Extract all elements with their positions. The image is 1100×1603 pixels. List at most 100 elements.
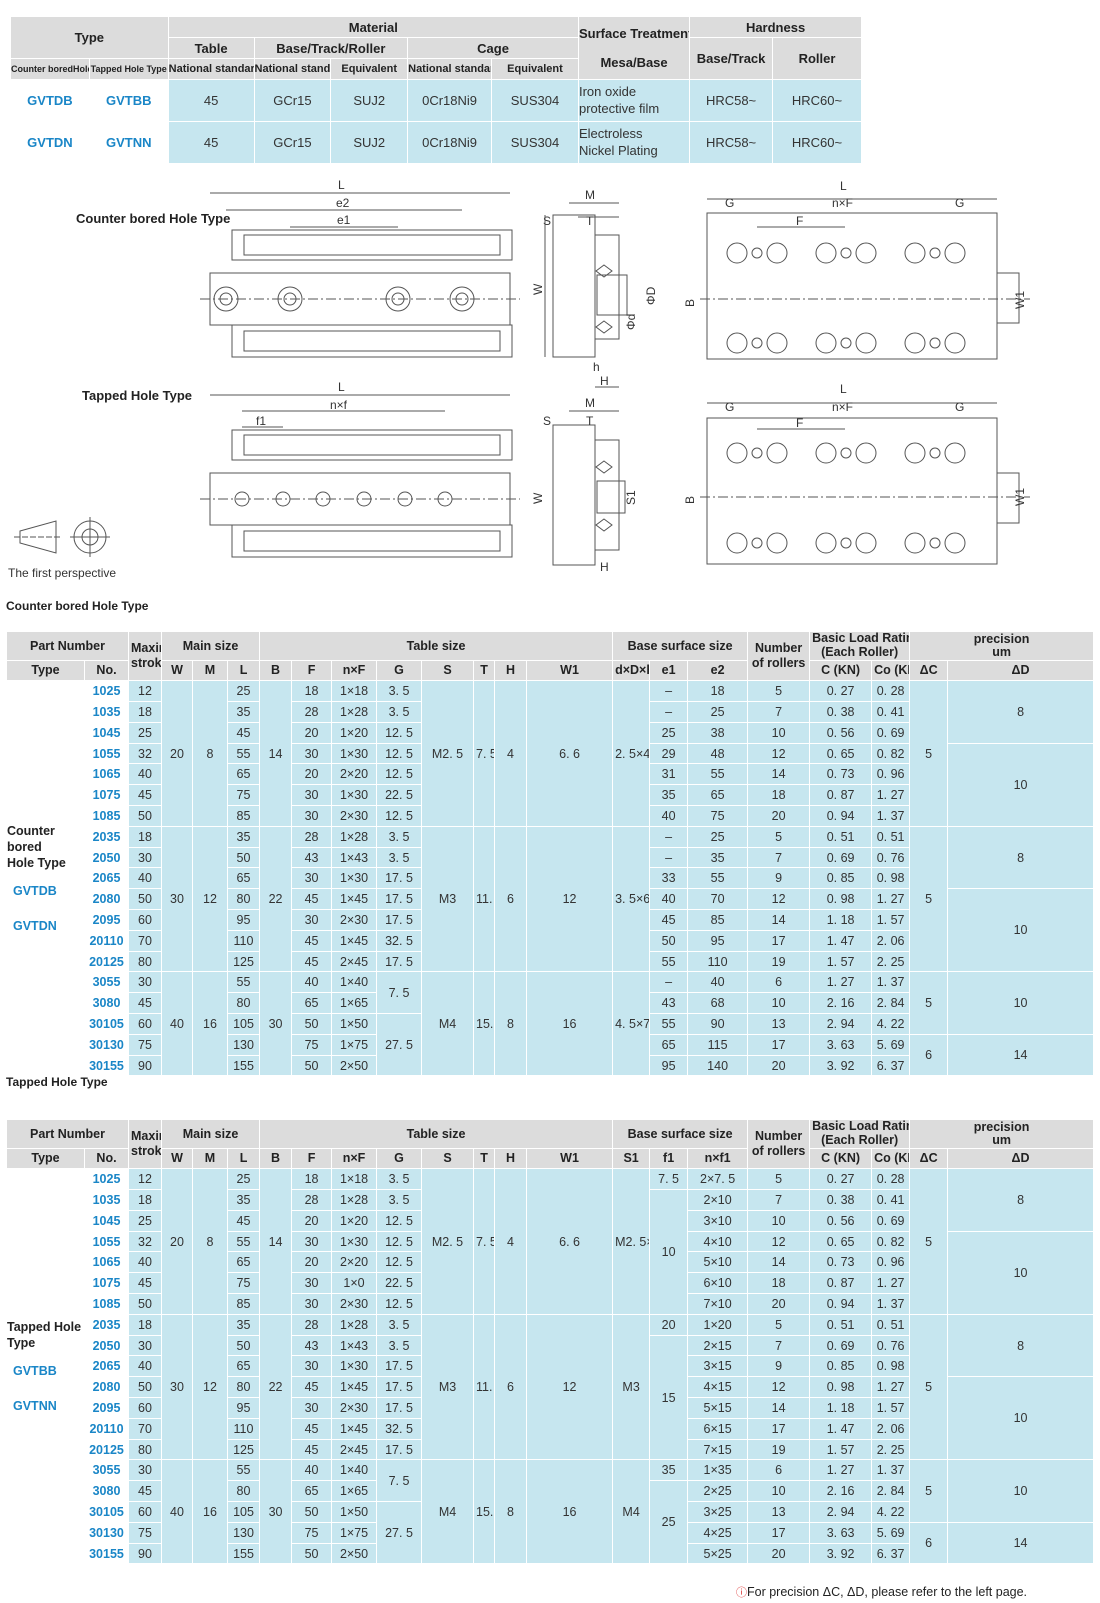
table-cell: 1×30: [331, 867, 378, 890]
table-cell: 25: [687, 825, 749, 848]
table-cell: 68: [687, 992, 749, 1015]
table-cell: 2065: [84, 1355, 129, 1378]
table-cell: ΔC: [909, 1147, 949, 1170]
table-cell: 55: [226, 971, 261, 994]
table-cell: 1. 18: [809, 1397, 873, 1419]
tapped-holes: [234, 491, 453, 507]
svg-text:H: H: [600, 560, 609, 574]
table-cell: M3: [421, 1313, 475, 1461]
table-cell: 17. 5: [376, 888, 423, 911]
table-cell: 10: [947, 1230, 1094, 1315]
table-cell: 1. 37: [871, 1459, 911, 1482]
table-cell: 80: [128, 1438, 162, 1461]
table-cell: C (KN): [809, 659, 873, 682]
table-cell: 0. 76: [871, 1334, 911, 1357]
table-cell: 2×20: [331, 763, 378, 786]
table-cell: 16: [526, 971, 614, 1077]
table-cell: 1. 47: [809, 1417, 873, 1440]
table-cell: 3×10: [687, 1209, 749, 1232]
table-cell: 85: [226, 1293, 261, 1315]
table-cell: 2. 16: [809, 1480, 873, 1503]
table-cell: 19: [747, 950, 811, 973]
table-cell: 16: [192, 971, 228, 1077]
svg-text:S: S: [543, 214, 551, 228]
table-cell: 0. 41: [871, 1189, 911, 1211]
table-cell: 14: [259, 680, 293, 827]
table-cell: 30: [128, 846, 162, 869]
counter-bored-col: Counter boredHole Type: [10, 58, 90, 80]
table-cell: 140: [687, 1054, 749, 1077]
svg-text:e2: e2: [336, 196, 350, 210]
table-cell: 45: [291, 950, 333, 973]
table-cell: 0. 69: [809, 1334, 873, 1357]
table-cell: 6. 6: [526, 1168, 614, 1315]
table-cell: 18: [128, 1189, 162, 1211]
table-cell: 28: [291, 1313, 333, 1336]
table-cell: 3. 92: [809, 1542, 873, 1565]
table-cell: 1×45: [331, 888, 378, 911]
table-cell: 1×28: [331, 825, 378, 848]
table-cell: 3. 5×6×3. 2: [612, 825, 651, 973]
table-cell: 2065: [84, 867, 129, 890]
table-cell: T: [473, 1147, 496, 1170]
table-cell: 40: [291, 971, 333, 994]
table-cell: 35: [687, 846, 749, 869]
table-cell: 19: [747, 1438, 811, 1461]
load-rating-header: Basic Load Rating(Each Roller): [809, 631, 911, 661]
table-cell: 2×7. 5: [687, 1168, 749, 1191]
table-cell: M: [192, 659, 228, 682]
table-cell: 50: [291, 1054, 333, 1077]
table-cell: 30: [291, 1272, 333, 1295]
table-cell: 5: [747, 1168, 811, 1191]
table-cell: 0. 27: [809, 1168, 873, 1191]
table-cell: M4: [421, 1459, 475, 1565]
table-cell: 3055: [84, 1459, 129, 1482]
table-cell: 0. 94: [809, 805, 873, 827]
table-cell: 8: [947, 825, 1094, 890]
table-cell: 3080: [84, 992, 129, 1015]
table-cell: 30: [291, 1397, 333, 1419]
table-cell: 29: [649, 742, 689, 765]
table-cell: 65: [226, 1355, 261, 1378]
table-cell: Co (KN): [871, 1147, 911, 1170]
rollers-header: Number of rollers: [747, 1118, 811, 1170]
table-cell: 40: [161, 971, 193, 1077]
table-cell: 7×15: [687, 1438, 749, 1461]
table-cell: 18: [128, 1313, 162, 1336]
table-cell: 1×30: [331, 742, 378, 765]
stroke-header: Maximum stroke: [128, 630, 162, 682]
table-cell: 3. 5: [376, 1168, 423, 1191]
table-cell: 20: [747, 1542, 811, 1565]
table-cell: –: [649, 701, 689, 723]
svg-text:h: h: [593, 360, 600, 374]
table-cell: 25: [687, 701, 749, 723]
table-cell: 2. 5×4. 1×2. 2: [612, 680, 651, 827]
table-cell: 14: [947, 1521, 1094, 1565]
table-cell: 95: [226, 909, 261, 931]
table-cell: 3×15: [687, 1355, 749, 1378]
svg-text:G: G: [955, 196, 964, 210]
table-cell: 1. 18: [809, 909, 873, 931]
table-cell: 1045: [84, 721, 129, 744]
table-cell: 14: [947, 1033, 1094, 1077]
table-cell: 75: [291, 1033, 333, 1056]
table-cell: 27. 5: [376, 1013, 423, 1077]
table-cell: 70: [128, 1417, 162, 1440]
table-cell: 40: [128, 867, 162, 890]
table-cell: 1025: [84, 680, 129, 703]
table-cell: 110: [226, 1417, 261, 1440]
table-cell: 50: [291, 1013, 333, 1035]
table-cell: 15: [649, 1334, 689, 1461]
table-cell: 7. 5: [649, 1168, 689, 1191]
table-cell: 30105: [84, 1501, 129, 1523]
table-cell: 0. 98: [871, 1355, 911, 1378]
svg-text:M: M: [585, 188, 595, 202]
